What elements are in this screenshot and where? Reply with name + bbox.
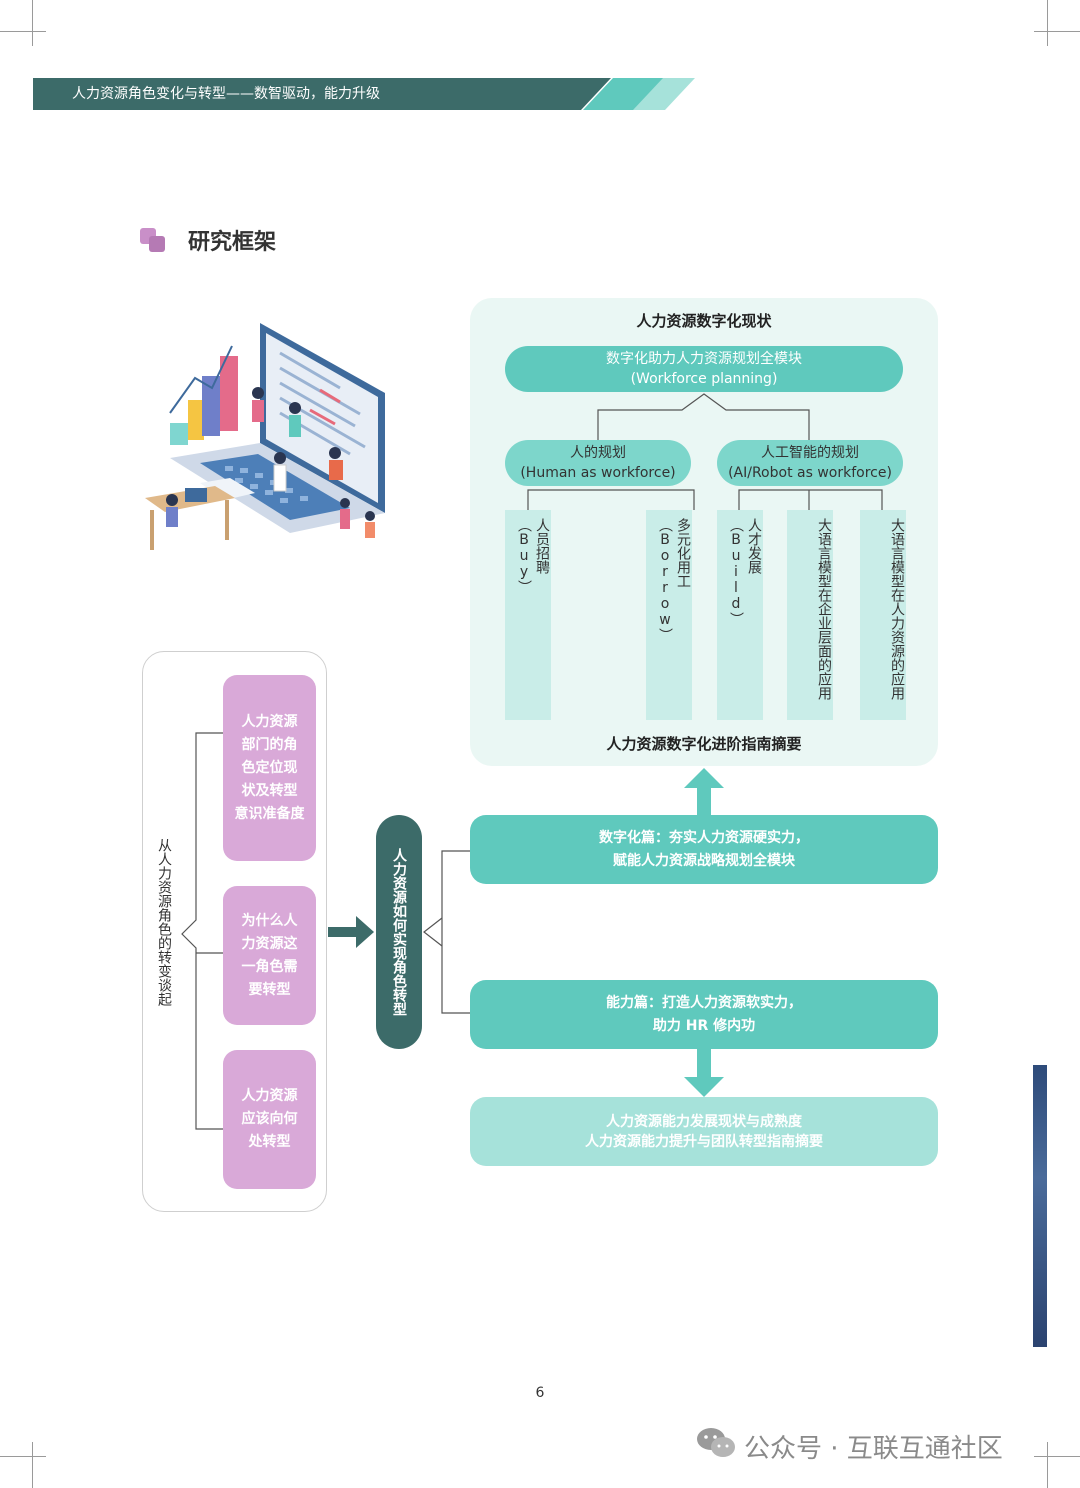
ai-workforce-line2: (AI/Robot as workforce) [728, 465, 892, 481]
watermark-text: 公众号 · 互联互通社区 [744, 1434, 1003, 1464]
workforce-planning-pill: 数字化助力人力资源规划全模块 (Workforce planning) [505, 346, 903, 392]
card-line: 处转型 [248, 1134, 291, 1150]
column-talent-development: 人才发展（Build） [717, 510, 763, 720]
capability-chapter-line1: 能力篇：打造人力资源软实力， [606, 994, 802, 1011]
crop-mark [0, 31, 46, 32]
human-workforce-line2: (Human as workforce) [520, 465, 676, 481]
card-line: 要转型 [248, 981, 291, 998]
laptop-illustration [145, 323, 385, 550]
wechat-icon [697, 1428, 735, 1457]
crop-mark [1047, 1442, 1048, 1488]
column-llm-hr-text: 大语言模型在人力资源的应用 [889, 518, 905, 700]
capability-summary-line1: 人力资源能力发展现状与成熟度 [606, 1113, 802, 1130]
column-llm-enterprise: 大语言模型在企业层面的应用 [787, 510, 833, 720]
spine-decoration [1033, 1065, 1047, 1347]
card-line: 人力资源 [241, 713, 298, 730]
column-recruiting: 人员招聘（Buy） [505, 510, 551, 720]
workforce-planning-line2: (Workforce planning) [630, 371, 778, 387]
column-flexible-staffing: 多元化用工（Borrow） [646, 510, 692, 720]
card-line: 应该向何 [241, 1111, 298, 1127]
human-workforce-pill: 人的规划 (Human as workforce) [505, 440, 691, 486]
card-where-transform: 人力资源 应该向何 处转型 [223, 1050, 316, 1189]
column-llm-enterprise-text: 大语言模型在企业层面的应用 [816, 518, 832, 700]
center-transform-pill: 人力资源如何实现角色转型 [376, 815, 422, 1049]
right-arrow [328, 916, 374, 948]
left-bracket [181, 732, 224, 1130]
digital-chapter-line2: 赋能人力资源战略规划全模块 [613, 852, 795, 869]
card-line: 为什么人 [241, 912, 298, 929]
digital-chapter-line1: 数字化篇：夯实人力资源硬实力， [599, 829, 809, 846]
capability-summary-pill: 人力资源能力发展现状与成熟度 人力资源能力提升与团队转型指南摘要 [470, 1097, 938, 1166]
capability-chapter-line2: 助力 HR 修内功 [652, 1017, 756, 1034]
card-line: 力资源这 [241, 935, 298, 952]
card-line: 人力资源 [241, 1088, 298, 1104]
column-recruiting-sub: （Buy） [516, 518, 532, 594]
column-recruiting-text: 人员招聘 [534, 518, 550, 574]
card-role-status: 人力资源 部门的角 色定位现 状及转型 意识准备度 [223, 675, 316, 861]
section-square-icon [140, 228, 165, 252]
down-arrow [684, 1049, 724, 1097]
digital-chapter-pill: 数字化篇：夯实人力资源硬实力， 赋能人力资源战略规划全模块 [470, 815, 938, 884]
crop-mark [0, 1456, 46, 1457]
crop-mark [1047, 0, 1048, 46]
panel-footer: 人力资源数字化进阶指南摘要 [606, 735, 802, 753]
column-flexible-staffing-sub: （Borrow） [657, 518, 673, 642]
header-banner-text: 人力资源角色变化与转型——数智驱动，能力升级 [72, 86, 380, 102]
ai-workforce-pill: 人工智能的规划 (AI/Robot as workforce) [717, 440, 903, 486]
card-line: 色定位现 [241, 759, 298, 776]
ai-workforce-line1: 人工智能的规划 [761, 445, 859, 461]
crop-mark [32, 0, 33, 46]
page-number: 6 [535, 1385, 545, 1401]
column-talent-development-sub: （Build） [728, 518, 744, 626]
card-line: 状及转型 [241, 782, 298, 799]
panel-title: 人力资源数字化现状 [636, 312, 772, 330]
left-vertical-label: 从人力资源角色的转变谈起 [156, 838, 172, 1006]
human-workforce-line1: 人的规划 [570, 445, 626, 461]
branch-connector [423, 850, 470, 1014]
header-banner [33, 78, 695, 110]
crop-mark [1034, 31, 1080, 32]
up-arrow [684, 768, 724, 816]
left-framework-box [142, 651, 327, 1212]
crop-mark [32, 1442, 33, 1488]
column-llm-hr: 大语言模型在人力资源的应用 [860, 510, 906, 720]
card-line: 意识准备度 [234, 805, 305, 822]
column-talent-development-text: 人才发展 [746, 518, 762, 574]
crop-mark [1034, 1456, 1080, 1457]
tree-connector [597, 393, 810, 440]
card-why-transform: 为什么人 力资源这 一角色需 要转型 [223, 886, 316, 1025]
column-flexible-staffing-text: 多元化用工 [675, 518, 691, 588]
card-line: 一角色需 [241, 958, 298, 975]
card-line: 部门的角 [241, 736, 298, 753]
workforce-planning-line1: 数字化助力人力资源规划全模块 [606, 351, 802, 367]
section-title: 研究框架 [188, 229, 277, 255]
capability-summary-line2: 人力资源能力提升与团队转型指南摘要 [585, 1133, 823, 1150]
column-connectors [527, 489, 883, 510]
capability-chapter-pill: 能力篇：打造人力资源软实力， 助力 HR 修内功 [470, 980, 938, 1049]
